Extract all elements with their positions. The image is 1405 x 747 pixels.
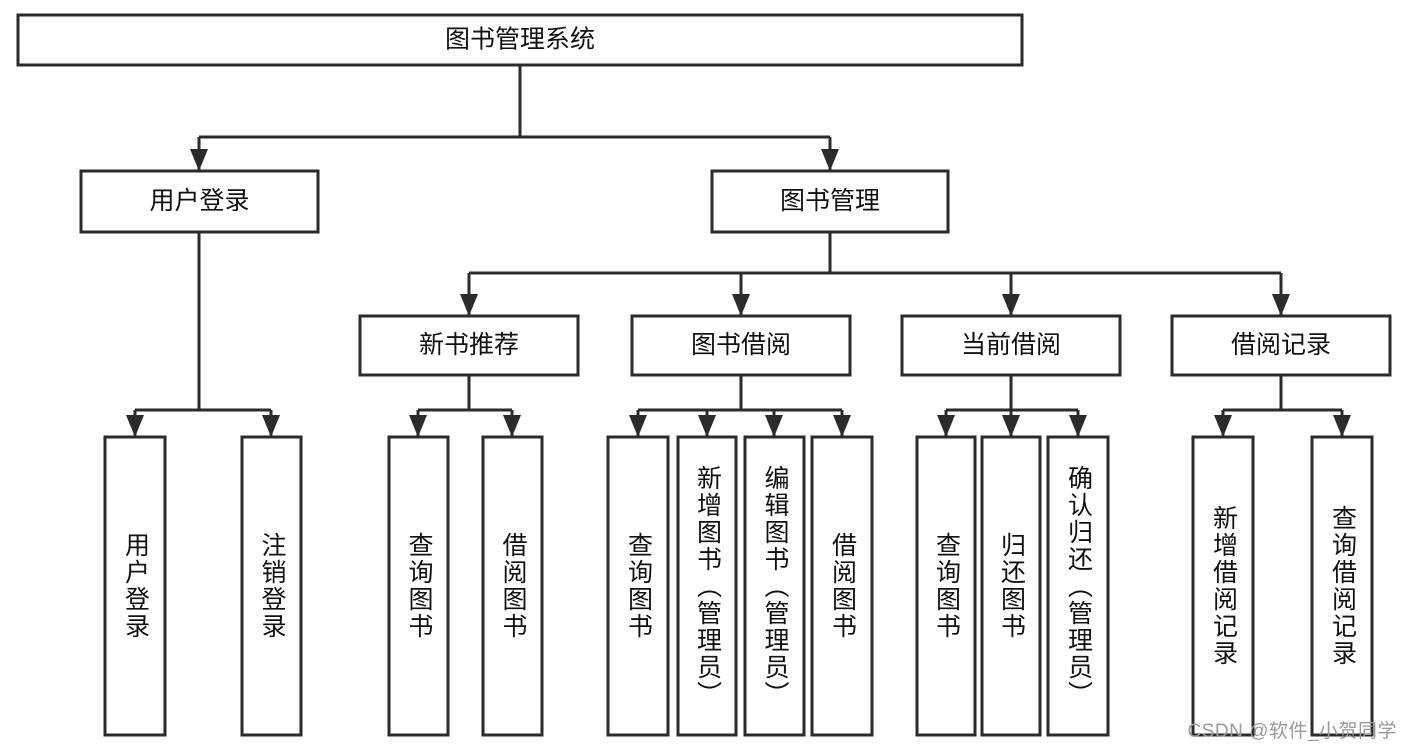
level3-node-new-book-recommend-label: 新书推荐 [419,331,519,359]
leaf-node-leaf-borrow-borrow-book-box[interactable] [810,435,874,737]
arrow-head-icon [1002,415,1020,437]
arrow-head-icon [503,415,521,437]
leaf-node-leaf-recommend-borrow-book-box[interactable] [481,435,544,737]
arrow-head-icon [698,415,716,437]
leaf-node-leaf-record-query-record-box[interactable] [1310,435,1374,737]
arrow-head-icon [629,415,647,437]
leaf-node-leaf-user-logout-box[interactable] [240,435,303,737]
leaf-node-leaf-borrow-add-book-admin-box[interactable] [676,435,738,737]
leaf-node-leaf-borrow-edit-book-admin-box[interactable] [743,435,806,737]
arrow-head-icon [821,149,839,171]
level3-node-book-borrow-box[interactable] [630,314,852,377]
arrow-head-icon [1333,415,1351,437]
level3-node-borrow-record-label: 借阅记录 [1231,331,1331,359]
root-node-label: 图书管理系统 [445,26,595,54]
level3-node-borrow-record-box[interactable] [1170,314,1392,377]
level2-node-book-manage-box[interactable] [710,169,950,234]
level2-node-user-login-label: 用户登录 [149,187,249,215]
arrow-head-icon [1214,415,1232,437]
arrow-head-icon [1002,294,1020,316]
leaf-node-leaf-borrow-query-book-box[interactable] [606,435,670,737]
level3-node-new-book-recommend-box[interactable] [358,314,580,377]
arrow-head-icon [732,294,750,316]
leaf-node-leaf-recommend-query-book-box[interactable] [387,435,450,737]
watermark-text: CSDN @软件_小贺同学 [1187,721,1397,742]
arrow-head-icon [409,415,427,437]
leaf-node-leaf-record-add-record-box[interactable] [1191,435,1255,737]
arrow-head-icon [1272,294,1290,316]
arrow-head-icon [126,415,144,437]
leaf-node-leaf-current-query-book-box[interactable] [915,435,977,737]
arrow-head-icon [937,415,955,437]
arrow-head-icon [765,415,783,437]
level2-node-user-login-box[interactable] [79,169,320,234]
arrow-head-icon [190,149,208,171]
root-node-box[interactable] [16,13,1024,67]
level3-node-book-borrow-label: 图书借阅 [691,331,791,359]
leaf-node-leaf-current-return-book-box[interactable] [980,435,1042,737]
level3-node-current-borrow-label: 当前借阅 [961,331,1061,359]
leaf-node-leaf-user-login-box[interactable] [103,435,167,737]
arrow-head-icon [1069,415,1087,437]
level2-node-book-manage-label: 图书管理 [780,187,880,215]
level3-node-current-borrow-box[interactable] [900,314,1122,377]
arrow-head-icon [262,415,280,437]
arrow-head-icon [833,415,851,437]
leaf-node-leaf-current-confirm-return-admin-box[interactable] [1046,435,1110,737]
arrow-head-icon [460,294,478,316]
